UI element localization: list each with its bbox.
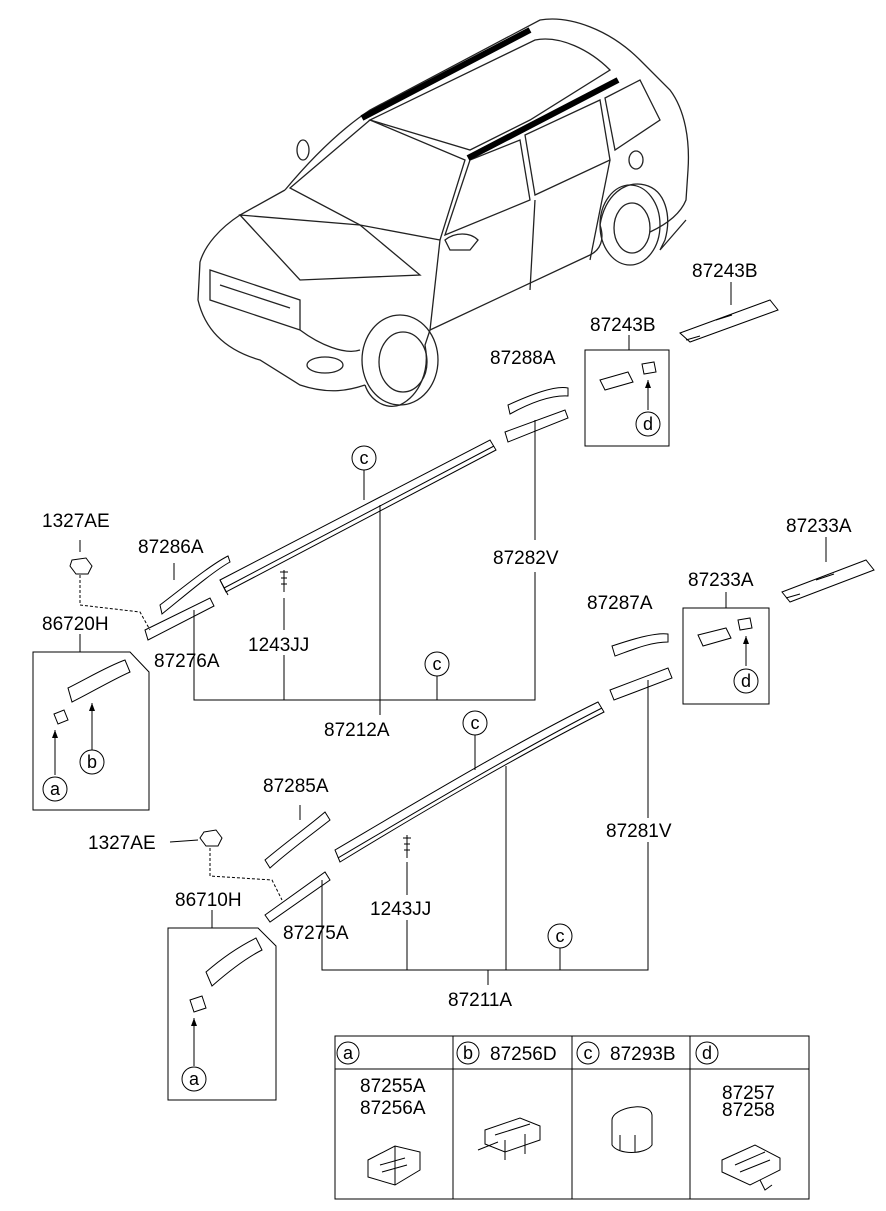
detail-box-86720H xyxy=(32,634,150,811)
svg-text:d: d xyxy=(702,1043,712,1063)
label-87285A: 87285A xyxy=(263,776,329,797)
label-86710H: 86710H xyxy=(175,890,242,911)
svg-text:d: d xyxy=(741,671,751,691)
label-87243B-1: 87243B xyxy=(692,261,758,282)
legend-part-87255A: 87255A xyxy=(360,1076,426,1097)
legend-part-87256D: 87256D xyxy=(490,1044,557,1065)
label-87282V: 87282V xyxy=(493,548,559,569)
svg-text:a: a xyxy=(343,1043,354,1063)
callout-c-1: c xyxy=(351,445,377,471)
legend-part-87257: 87257 xyxy=(722,1083,775,1104)
svg-text:d: d xyxy=(643,414,653,434)
callout-c-4: c xyxy=(547,923,573,949)
upper-rail-assembly xyxy=(69,282,779,715)
svg-text:c: c xyxy=(471,713,480,733)
vehicle-illustration xyxy=(197,18,690,407)
label-87287A: 87287A xyxy=(587,593,653,614)
bracket-87275A xyxy=(264,871,331,923)
label-87281V: 87281V xyxy=(606,821,672,842)
label-1327AE-2: 1327AE xyxy=(88,833,156,854)
screw-1243JJ-1 xyxy=(280,570,288,592)
plate-87243B xyxy=(679,299,779,343)
cover-87285A xyxy=(264,811,331,869)
lower-rail-assembly xyxy=(169,537,875,985)
label-1243JJ-1: 1243JJ xyxy=(248,635,309,656)
legend-header-a: a xyxy=(336,1041,360,1065)
svg-text:c: c xyxy=(584,1043,593,1063)
callout-b-1: b xyxy=(79,749,105,775)
rail-87211A xyxy=(334,701,605,863)
screw-1243JJ-2 xyxy=(403,835,411,858)
label-87275A: 87275A xyxy=(283,923,349,944)
label-87211A: 87211A xyxy=(448,990,512,1011)
cap-c-icon xyxy=(611,1106,653,1153)
svg-text:c: c xyxy=(360,448,369,468)
callouts: c d c d c b a c a xyxy=(42,411,759,1092)
label-87276A: 87276A xyxy=(154,651,220,672)
detail-box-87233A xyxy=(682,607,770,705)
svg-text:b: b xyxy=(463,1043,473,1063)
label-87212A: 87212A xyxy=(324,720,390,741)
callout-c-2: c xyxy=(424,651,450,677)
legend-part-87256A: 87256A xyxy=(360,1098,426,1119)
callout-c-3: c xyxy=(462,710,488,736)
clip-b-icon xyxy=(484,1117,541,1153)
svg-text:b: b xyxy=(87,752,97,772)
cap-87287A xyxy=(611,633,669,657)
part-labels: 87243B 87243B 87288A 1327AE 87286A 87282… xyxy=(42,261,852,1011)
detail-box-86710H xyxy=(167,910,277,1101)
legend-part-87293B: 87293B xyxy=(610,1044,676,1065)
svg-text:c: c xyxy=(556,926,565,946)
label-87288A: 87288A xyxy=(490,348,556,369)
callout-a-2: a xyxy=(181,1066,207,1092)
clip-d-icon xyxy=(721,1144,781,1186)
label-1327AE-1: 1327AE xyxy=(42,511,110,532)
legend-header-d: d xyxy=(695,1041,719,1065)
label-1243JJ-2: 1243JJ xyxy=(370,899,431,920)
bracket-87282V xyxy=(504,409,569,443)
nut-1327AE-2 xyxy=(199,829,223,847)
label-87233A-1: 87233A xyxy=(786,516,852,537)
bracket-87276A xyxy=(144,597,215,641)
svg-text:a: a xyxy=(189,1069,200,1089)
cover-87286A xyxy=(159,555,231,615)
label-87286A: 87286A xyxy=(138,537,204,558)
callout-a-1: a xyxy=(42,776,68,802)
callout-d-2: d xyxy=(733,668,759,694)
label-87233A-2: 87233A xyxy=(688,570,754,591)
svg-text:c: c xyxy=(433,654,442,674)
legend-header-b: b 87256D xyxy=(456,1041,557,1065)
cap-87288A xyxy=(507,386,569,415)
legend-header-c: c 87293B xyxy=(576,1041,676,1065)
legend-table: a b 87256D c 87293B d 87255A 87256A xyxy=(334,1035,810,1200)
plate-87233A xyxy=(781,559,875,603)
legend-part-87258: 87258 xyxy=(722,1100,775,1121)
svg-text:a: a xyxy=(50,779,61,799)
callout-d-1: d xyxy=(635,411,661,437)
bracket-87281V xyxy=(609,667,673,701)
label-87243B-2: 87243B xyxy=(590,315,656,336)
label-86720H: 86720H xyxy=(42,614,109,635)
nut-1327AE-1 xyxy=(69,557,93,575)
